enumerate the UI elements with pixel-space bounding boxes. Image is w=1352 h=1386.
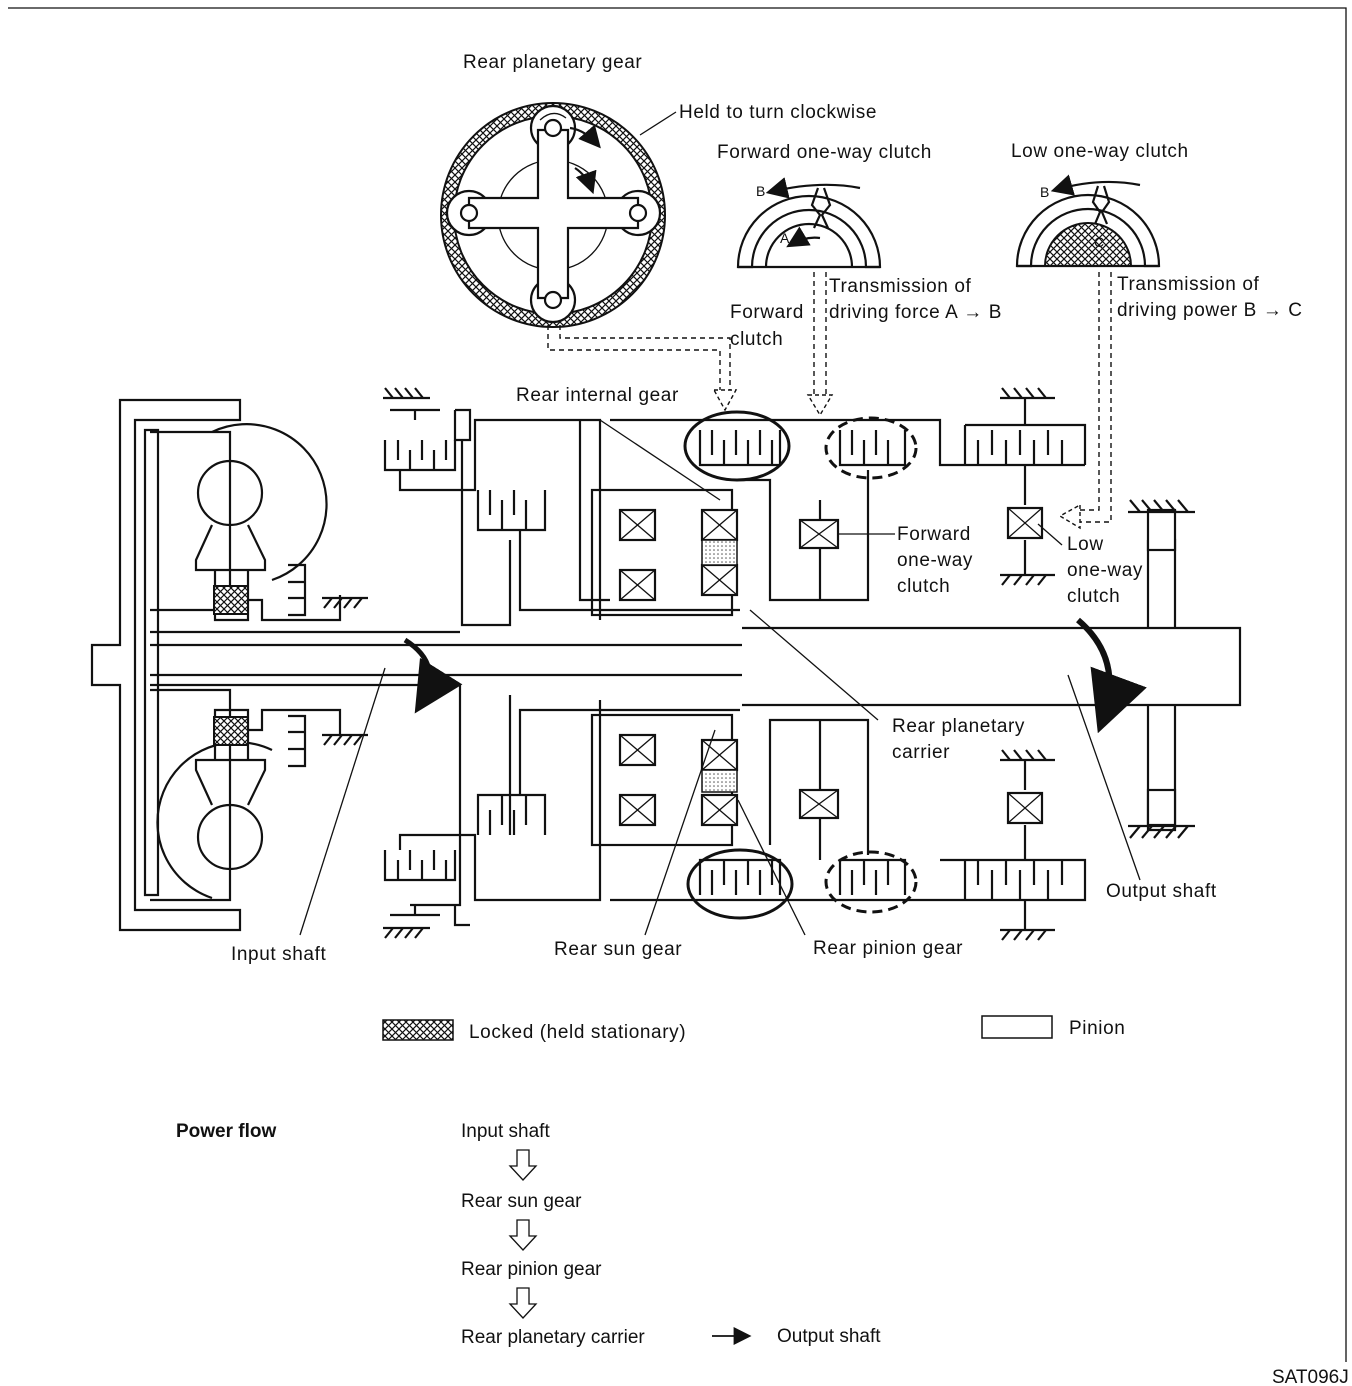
low-owc-label-line3: clutch: [1067, 586, 1120, 607]
power-flow-final: Output shaft: [777, 1326, 881, 1347]
letter-b-low: B: [1040, 184, 1050, 200]
output-shaft-label: Output shaft: [1106, 881, 1217, 902]
legend-locked-label: Locked (held stationary): [469, 1022, 686, 1043]
power-flow-step-2: Rear sun gear: [461, 1191, 582, 1212]
power-flow-title: Power flow: [176, 1121, 277, 1142]
rear-sun-gear-label: Rear sun gear: [554, 939, 682, 960]
transmission-force-line1: Transmission of: [829, 276, 972, 297]
flow-down-arrow-2: [508, 1219, 538, 1251]
upper-gear-train: [383, 387, 1087, 627]
rear-planetary-gear-figure: [440, 102, 677, 328]
transmission-power-line1: Transmission of: [1117, 274, 1260, 295]
dashed-force-paths: [547, 272, 1112, 530]
lower-gear-train: [383, 685, 1087, 941]
legend-pinion-label: Pinion: [1069, 1018, 1125, 1039]
page-frame: [8, 7, 1347, 1362]
letter-c: C: [1094, 234, 1105, 250]
power-flow-step-1: Input shaft: [461, 1121, 550, 1142]
low-one-way-clutch-title: Low one-way clutch: [1011, 141, 1189, 162]
figure-code: SAT096J: [1272, 1367, 1349, 1386]
rear-planetary-carrier-label-line2: carrier: [892, 742, 950, 763]
flow-down-arrow-1: [508, 1149, 538, 1181]
held-to-turn-clockwise-label: Held to turn clockwise: [679, 102, 877, 123]
power-flow-step-4: Rear planetary carrier: [461, 1327, 645, 1348]
forward-one-way-clutch-title: Forward one-way clutch: [717, 142, 932, 163]
letter-b-forward: B: [756, 183, 766, 199]
legend-pinion-swatch: [981, 1015, 1053, 1039]
input-shaft-label: Input shaft: [231, 944, 326, 965]
rear-planetary-carrier-label-line1: Rear planetary: [892, 716, 1025, 737]
transmission-force-line2: driving force A → B: [829, 302, 1002, 323]
leader-lines: [299, 419, 1141, 936]
shafts: [150, 499, 1242, 839]
forward-owc-label-line3: clutch: [897, 576, 950, 597]
transmission-power-line2: driving power B → C: [1117, 300, 1303, 321]
low-owc-label-line2: one-way: [1067, 560, 1143, 581]
flow-down-arrow-3: [508, 1287, 538, 1319]
power-flow: Power flow Input shaft Rear sun gear Rea…: [176, 1121, 881, 1348]
forward-owc-label-line2: one-way: [897, 550, 973, 571]
legend-locked-swatch: [382, 1019, 454, 1041]
forward-clutch-label-line2: clutch: [730, 329, 783, 350]
rear-internal-gear-label: Rear internal gear: [516, 385, 679, 406]
forward-one-way-clutch-figure: [736, 177, 882, 269]
legend: Locked (held stationary) Pinion: [382, 1015, 1125, 1043]
forward-clutch-label-line1: Forward: [730, 302, 804, 323]
rear-planetary-gear-title: Rear planetary gear: [463, 52, 642, 73]
forward-owc-label-line1: Forward: [897, 524, 971, 545]
low-owc-label-line1: Low: [1067, 534, 1104, 555]
low-one-way-clutch-figure: [1015, 174, 1161, 268]
torque-converter: [90, 398, 368, 932]
rear-pinion-gear-label: Rear pinion gear: [813, 938, 963, 959]
letter-a: A: [780, 230, 790, 246]
power-flow-step-3: Rear pinion gear: [461, 1259, 602, 1280]
